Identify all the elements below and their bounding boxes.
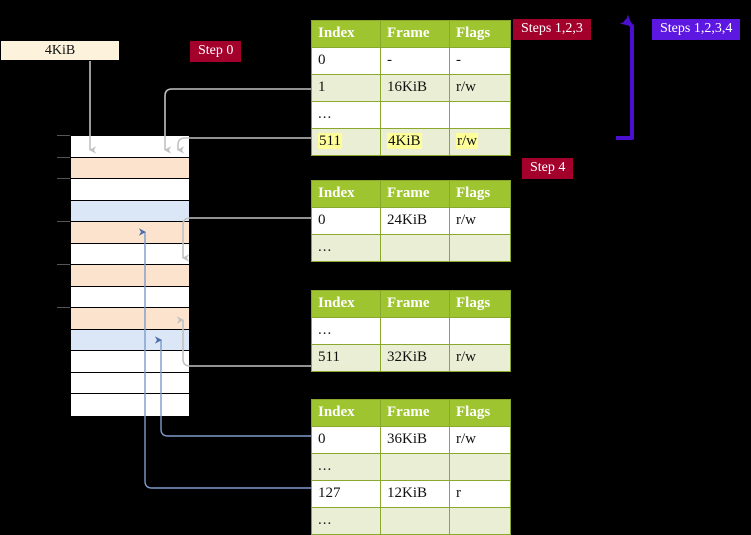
badge-step-4-text: Step 4 (530, 160, 566, 175)
memory-frame-tick-8 (57, 307, 70, 308)
cell-index: 0 (311, 426, 381, 454)
memory-frame-tick-6 (57, 264, 70, 265)
column-header-flags: Flags (449, 290, 511, 318)
cell-frame (380, 507, 450, 535)
cell-index: 0 (311, 207, 381, 235)
memory-frame-4 (71, 222, 189, 244)
column-header-index: Index (311, 399, 381, 427)
column-header-frame: Frame (380, 399, 450, 427)
cell-frame: 36KiB (380, 426, 450, 454)
table-row: ... (311, 453, 511, 481)
cell-index: ... (311, 507, 381, 535)
badge-step-0-text: Step 0 (198, 43, 234, 58)
cell-index: ... (311, 101, 381, 129)
memory-frame-tick-1 (57, 156, 70, 158)
badge-step-4: Step 4 (522, 158, 574, 179)
badge-step-0: Step 0 (190, 41, 242, 62)
memory-frame-8 (71, 308, 189, 330)
cell-flags: r/w (449, 128, 511, 156)
column-header-index: Index (311, 180, 381, 208)
cell-index: 127 (311, 480, 381, 508)
cell-frame (380, 317, 450, 345)
cell-index: 1 (311, 74, 381, 102)
table-row: ... (311, 317, 511, 345)
connector-l3row511-to-memory (176, 316, 311, 367)
memory-frame-0 (71, 136, 189, 158)
cell-flags (449, 234, 511, 262)
memory-frame-5 (71, 243, 189, 265)
cell-flags: - (449, 47, 511, 75)
cell-index: 511 (311, 128, 381, 156)
memory-frame-tick-2 (57, 178, 70, 179)
column-header-frame: Frame (380, 20, 450, 48)
cell-flags (449, 453, 511, 481)
memory-frame-2 (71, 179, 189, 201)
cell-frame (380, 453, 450, 481)
cell-flags: r/w (449, 344, 511, 372)
memory-frame-tick-0 (57, 135, 70, 136)
badge-steps-123-text: Steps 1,2,3 (521, 21, 583, 36)
memory-size-label-box: 4KiB (0, 40, 120, 61)
column-header-frame: Frame (380, 180, 450, 208)
column-header-index: Index (311, 290, 381, 318)
memory-frame-tick-4 (57, 221, 70, 222)
column-header-index: Index (311, 20, 381, 48)
memory-frame-10 (71, 351, 189, 373)
memory-frame-3 (71, 200, 189, 222)
cell-frame: 16KiB (380, 74, 450, 102)
memory-frame-11 (71, 372, 189, 394)
connector-l1row511-to-memory (177, 137, 311, 154)
memory-frame-6 (71, 265, 189, 287)
cell-frame: - (380, 47, 450, 75)
steps-bracket-arrow (616, 14, 634, 140)
cell-index: 511 (311, 344, 381, 372)
cell-index: ... (311, 234, 381, 262)
memory-frame-12 (71, 394, 189, 416)
cell-frame: 4KiB (380, 128, 450, 156)
cell-flags: r (449, 480, 511, 508)
table-row: ... (311, 234, 511, 262)
cell-flags (449, 101, 511, 129)
memory-size-label-text: 4KiB (44, 43, 76, 58)
column-header-flags: Flags (449, 399, 511, 427)
cell-flags: r/w (449, 74, 511, 102)
cell-frame: 32KiB (380, 344, 450, 372)
cell-flags (449, 317, 511, 345)
cell-frame (380, 234, 450, 262)
column-header-frame: Frame (380, 290, 450, 318)
badge-steps-1234: Steps 1,2,3,4 (652, 19, 741, 40)
table-row: ... (311, 101, 511, 129)
cell-frame: 12KiB (380, 480, 450, 508)
cell-flags: r/w (449, 426, 511, 454)
connector-l2row0-to-memory (182, 217, 311, 262)
cell-frame (380, 101, 450, 129)
memory-frame-9 (71, 329, 189, 351)
memory-frame-7 (71, 286, 189, 308)
cell-flags (449, 507, 511, 535)
cell-index: ... (311, 453, 381, 481)
cell-index: ... (311, 317, 381, 345)
table-row: ... (311, 507, 511, 535)
badge-steps-1234-text: Steps 1,2,3,4 (660, 21, 733, 36)
cell-frame: 24KiB (380, 207, 450, 235)
column-header-flags: Flags (449, 180, 511, 208)
cell-index: 0 (311, 47, 381, 75)
physical-memory-column (70, 135, 190, 416)
table-row: 0-- (311, 47, 511, 75)
column-header-flags: Flags (449, 20, 511, 48)
memory-frame-1 (71, 157, 189, 179)
cell-flags: r/w (449, 207, 511, 235)
badge-steps-123: Steps 1,2,3 (513, 19, 591, 40)
